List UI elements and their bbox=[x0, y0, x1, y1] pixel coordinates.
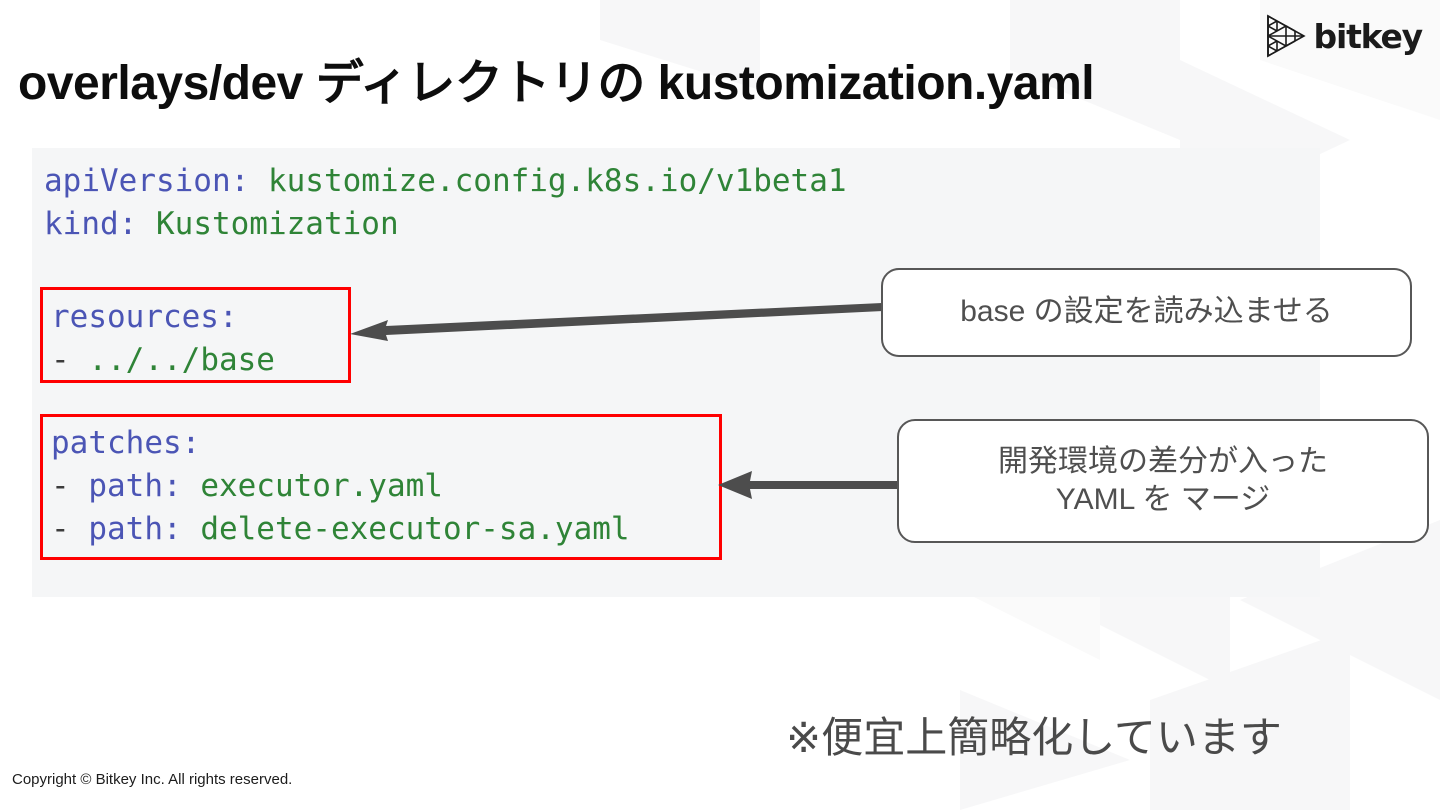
copyright-notice: Copyright © Bitkey Inc. All rights reser… bbox=[12, 771, 293, 788]
callout-merge-line-2: YAML を マージ bbox=[1055, 483, 1271, 516]
callout-merge: 開発環境の差分が入った YAML を マージ bbox=[897, 419, 1429, 543]
yaml-value: delete-executor-sa.yaml bbox=[181, 511, 630, 547]
yaml-key: patches: bbox=[51, 425, 201, 461]
yaml-key: kind: bbox=[44, 206, 138, 242]
yaml-dash: - bbox=[51, 511, 70, 547]
code-block-patches: patches: - path: executor.yaml - path: d… bbox=[51, 422, 630, 551]
yaml-key: apiVersion: bbox=[44, 163, 250, 199]
yaml-key: path: bbox=[69, 511, 182, 547]
yaml-value: Kustomization bbox=[137, 206, 399, 242]
code-line-kind: kind: Kustomization bbox=[44, 203, 399, 246]
footnote: ※便宜上簡略化しています bbox=[786, 714, 1282, 761]
yaml-value: ../../base bbox=[69, 342, 275, 378]
yaml-value: kustomize.config.k8s.io/v1beta1 bbox=[249, 163, 847, 199]
callout-base: base の設定を読み込ませる bbox=[881, 268, 1412, 357]
yaml-dash: - bbox=[51, 342, 70, 378]
code-line-apiversion: apiVersion: kustomize.config.k8s.io/v1be… bbox=[44, 160, 847, 203]
bitkey-wordmark: bitkey bbox=[1313, 16, 1424, 56]
yaml-value: executor.yaml bbox=[181, 468, 443, 504]
brand-logo: bitkey bbox=[1264, 14, 1424, 58]
callout-merge-line-1: 開発環境の差分が入った bbox=[998, 444, 1328, 478]
yaml-dash: - bbox=[51, 468, 70, 504]
page-title: overlays/dev ディレクトリの kustomization.yaml bbox=[18, 57, 1095, 110]
code-block-resources: resources: - ../../base bbox=[51, 296, 275, 382]
bitkey-triangle-lattice-icon bbox=[1266, 14, 1306, 58]
highlight-box-resources: resources: - ../../base bbox=[40, 287, 351, 383]
yaml-key: resources: bbox=[51, 299, 238, 335]
highlight-box-patches: patches: - path: executor.yaml - path: d… bbox=[40, 414, 722, 560]
yaml-key: path: bbox=[69, 468, 182, 504]
callout-base-line-1: base の設定を読み込ませる bbox=[960, 295, 1333, 329]
